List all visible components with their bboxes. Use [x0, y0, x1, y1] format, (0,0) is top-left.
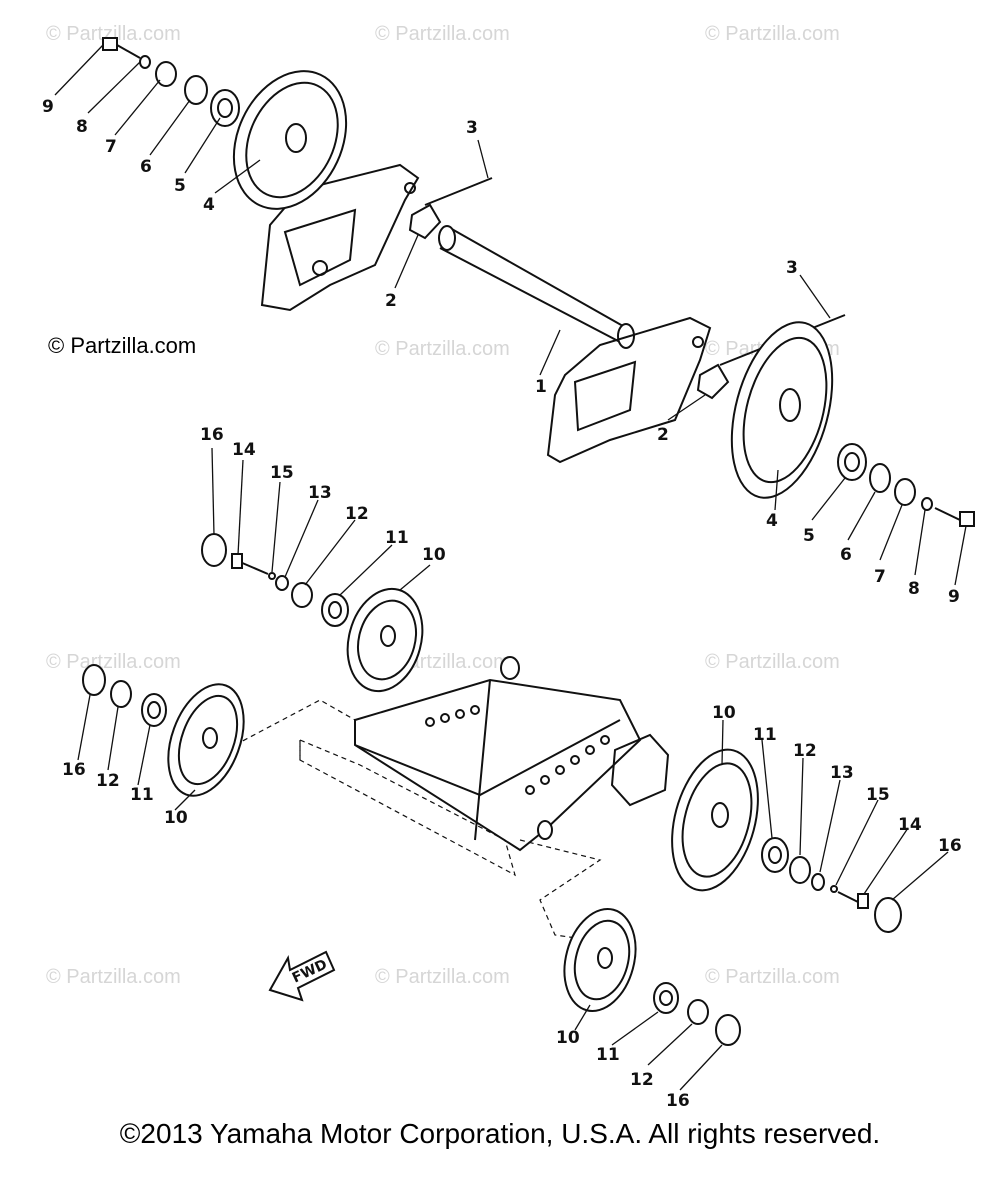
watermark: © Partzilla.com	[46, 651, 181, 673]
wheel-4-right	[730, 321, 834, 499]
right-frame-bracket	[546, 316, 712, 464]
callout-1: 1	[535, 377, 547, 397]
callout-6: 6	[840, 545, 852, 565]
ring-12-upper	[291, 582, 313, 608]
watermark: © Partzilla.com	[705, 651, 840, 673]
wheel-10-upper	[346, 587, 424, 693]
fwd-arrow: FWD	[268, 950, 336, 1002]
washer-15-upper	[268, 572, 276, 580]
bearing-5-right	[837, 443, 867, 481]
callout-15: 15	[866, 785, 890, 805]
cap-16-upper	[201, 533, 227, 567]
callout-12: 12	[793, 741, 817, 761]
callout-15: 15	[270, 463, 294, 483]
callout-5: 5	[803, 526, 815, 546]
callout-12: 12	[630, 1070, 654, 1090]
ring-12-right	[789, 856, 811, 884]
bolt-9-right	[934, 507, 975, 527]
connector-bottom	[519, 839, 602, 941]
cap-16-right	[874, 897, 902, 933]
washer-13-upper	[275, 575, 289, 591]
washer-7-right	[894, 478, 916, 506]
callout-3: 3	[786, 258, 798, 278]
callout-16: 16	[200, 425, 224, 445]
shaft-1	[438, 225, 635, 349]
slide-frame	[299, 656, 670, 877]
bearing-11-right	[761, 837, 789, 873]
washer-15-right	[830, 885, 838, 893]
leader-lines	[54, 44, 967, 1091]
callout-12: 12	[345, 504, 369, 524]
wheel-10-bottom	[563, 908, 637, 1012]
cap-16-bottom	[715, 1014, 741, 1046]
callout-9: 9	[42, 97, 54, 117]
callout-8: 8	[76, 117, 88, 137]
watermark: © Partzilla.com	[46, 966, 181, 988]
callout-10: 10	[422, 545, 446, 565]
callout-2: 2	[385, 291, 397, 311]
washer-7-left	[155, 61, 177, 87]
bolt-9-left	[102, 37, 141, 59]
bushing-2-right	[696, 363, 730, 400]
callout-11: 11	[753, 725, 777, 745]
callout-10: 10	[712, 703, 736, 723]
wheel-4-left	[232, 70, 348, 210]
cap-16-left	[82, 664, 106, 696]
bearing-11-upper	[321, 593, 349, 627]
bolt-14-right	[837, 891, 869, 909]
callout-10: 10	[164, 808, 188, 828]
callout-16: 16	[62, 760, 86, 780]
bearing-5-left	[210, 89, 240, 127]
callout-16: 16	[938, 836, 962, 856]
callout-3: 3	[466, 118, 478, 138]
callout-6: 6	[140, 157, 152, 177]
callout-13: 13	[308, 483, 332, 503]
watermark: © Partzilla.com	[46, 23, 181, 45]
ring-12-left	[110, 680, 132, 708]
watermark: © Partzilla.com	[705, 23, 840, 45]
callout-8: 8	[908, 579, 920, 599]
watermark: © Partzilla.com	[375, 966, 510, 988]
bolt-14-upper	[231, 553, 269, 575]
watermark: © Partzilla.com	[375, 23, 510, 45]
bearing-11-left	[141, 693, 167, 727]
callout-4: 4	[766, 511, 778, 531]
callouts: 9 8 7 6 5 4 3 2 1 3 2 4 5 6 7 8 9 16 14 …	[42, 97, 962, 1111]
callout-5: 5	[174, 176, 186, 196]
callout-2: 2	[657, 425, 669, 445]
bearing-11-bottom	[653, 982, 679, 1014]
bushing-2-left	[408, 203, 442, 240]
watermark: © Partzilla.com	[375, 338, 510, 360]
partzilla-watermark: © Partzilla.com	[48, 333, 197, 358]
connector-left	[234, 699, 356, 746]
callout-10: 10	[556, 1028, 580, 1048]
callout-12: 12	[96, 771, 120, 791]
callout-7: 7	[874, 567, 886, 587]
wheel-10-left	[167, 683, 245, 797]
watermark: © Partzilla.com	[705, 966, 840, 988]
wheel-10-right	[671, 748, 759, 892]
callout-14: 14	[898, 815, 922, 835]
ring-6-left	[184, 75, 208, 105]
washer-8-right	[921, 497, 933, 511]
left-frame-bracket	[260, 163, 420, 312]
washer-8-left	[139, 55, 151, 69]
callout-14: 14	[232, 440, 256, 460]
callout-16: 16	[666, 1091, 690, 1111]
ring-6-right	[869, 463, 891, 493]
pin-3-left	[424, 177, 493, 206]
callout-9: 9	[948, 587, 960, 607]
callout-7: 7	[105, 137, 117, 157]
callout-11: 11	[385, 528, 409, 548]
ring-12-bottom	[687, 999, 709, 1025]
washer-13-right	[811, 873, 825, 891]
copyright-notice: ©2013 Yamaha Motor Corporation, U.S.A. A…	[119, 1118, 881, 1149]
callout-11: 11	[596, 1045, 620, 1065]
callout-13: 13	[830, 763, 854, 783]
callout-11: 11	[130, 785, 154, 805]
callout-4: 4	[203, 195, 215, 215]
